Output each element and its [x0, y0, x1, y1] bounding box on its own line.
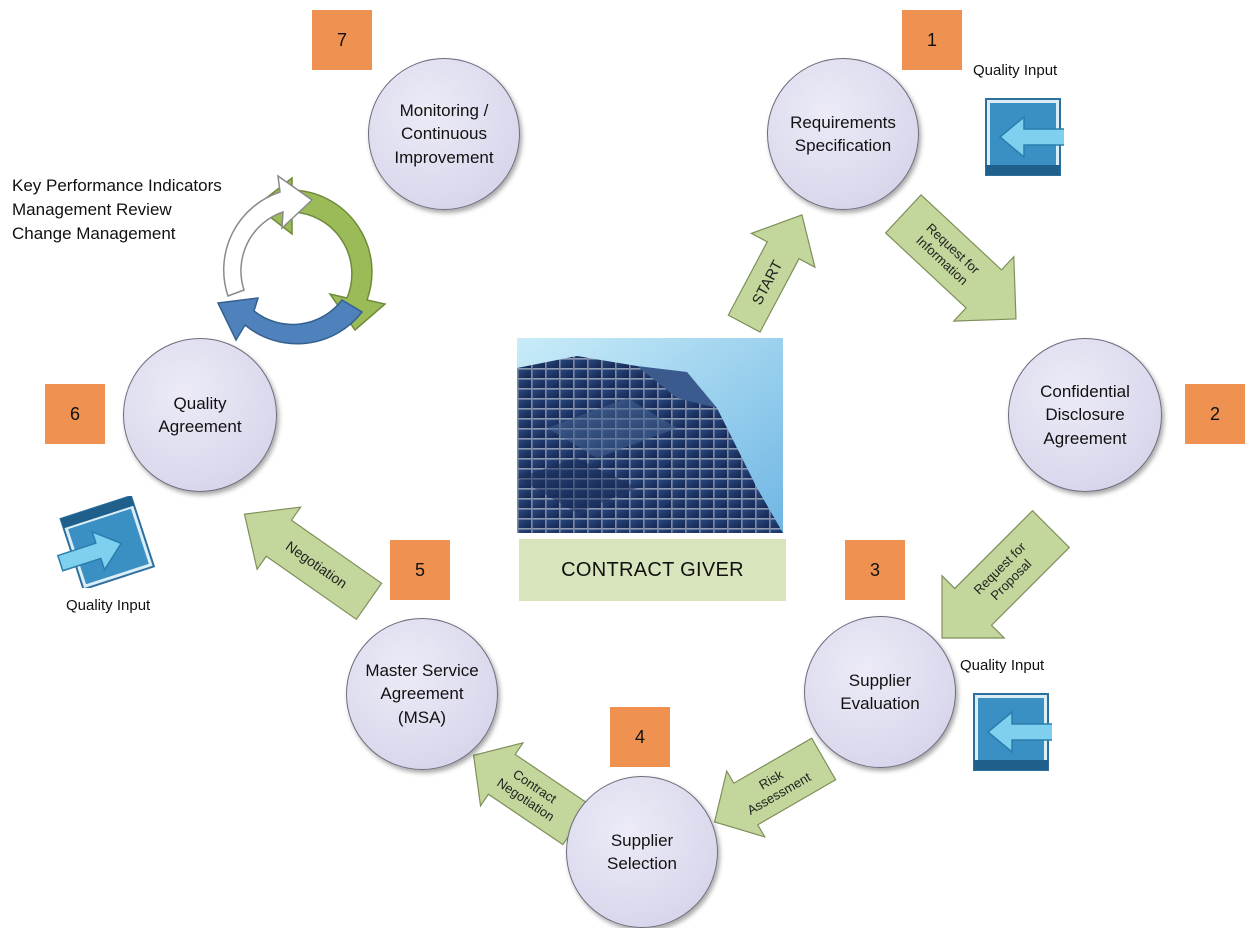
contract-giver-label: CONTRACT GIVER	[519, 539, 786, 601]
step-number-1: 1	[902, 10, 962, 70]
kpi-item: Change Management	[12, 224, 176, 243]
kpi-list: Key Performance Indicators Management Re…	[12, 174, 222, 246]
quality-input-label-6: Quality Input	[66, 597, 151, 614]
step-number-2: 2	[1185, 384, 1245, 444]
step-supplier-selection: Supplier Selection	[566, 776, 718, 928]
building-photo	[517, 338, 783, 533]
start-arrow: START	[727, 214, 816, 333]
step-number-6: 6	[45, 384, 105, 444]
quality-input-label-3: Quality Input	[960, 657, 1045, 674]
rfp-arrow: Request for Proposal	[941, 509, 1071, 639]
step-number-4: 4	[610, 707, 670, 767]
step-supplier-evaluation: Supplier Evaluation	[804, 616, 956, 768]
kpi-item: Management Review	[12, 200, 172, 219]
rfi-arrow: Request for Information	[884, 194, 1017, 322]
quality-input-label-1: Quality Input	[973, 62, 1058, 79]
step-number-7: 7	[312, 10, 372, 70]
step-number-3: 3	[845, 540, 905, 600]
quality-input-icon	[985, 98, 1064, 176]
step-master-service-agreement: Master Service Agreement (MSA)	[346, 618, 498, 770]
step-confidential-disclosure-agreement: Confidential Disclosure Agreement	[1008, 338, 1162, 492]
step-requirements-specification: Requirements Specification	[767, 58, 919, 210]
kpi-item: Key Performance Indicators	[12, 176, 222, 195]
continuous-cycle-icon	[216, 174, 387, 345]
negotiation-arrow: Negotiation	[243, 506, 383, 621]
step-number-5: 5	[390, 540, 450, 600]
quality-input-icon	[973, 693, 1052, 771]
step-quality-agreement: Quality Agreement	[123, 338, 277, 492]
risk-arrow: Risk Assessment	[713, 737, 837, 838]
quality-input-icon	[56, 496, 156, 588]
step-monitoring-continuous-improvement: Monitoring / Continuous Improvement	[368, 58, 520, 210]
